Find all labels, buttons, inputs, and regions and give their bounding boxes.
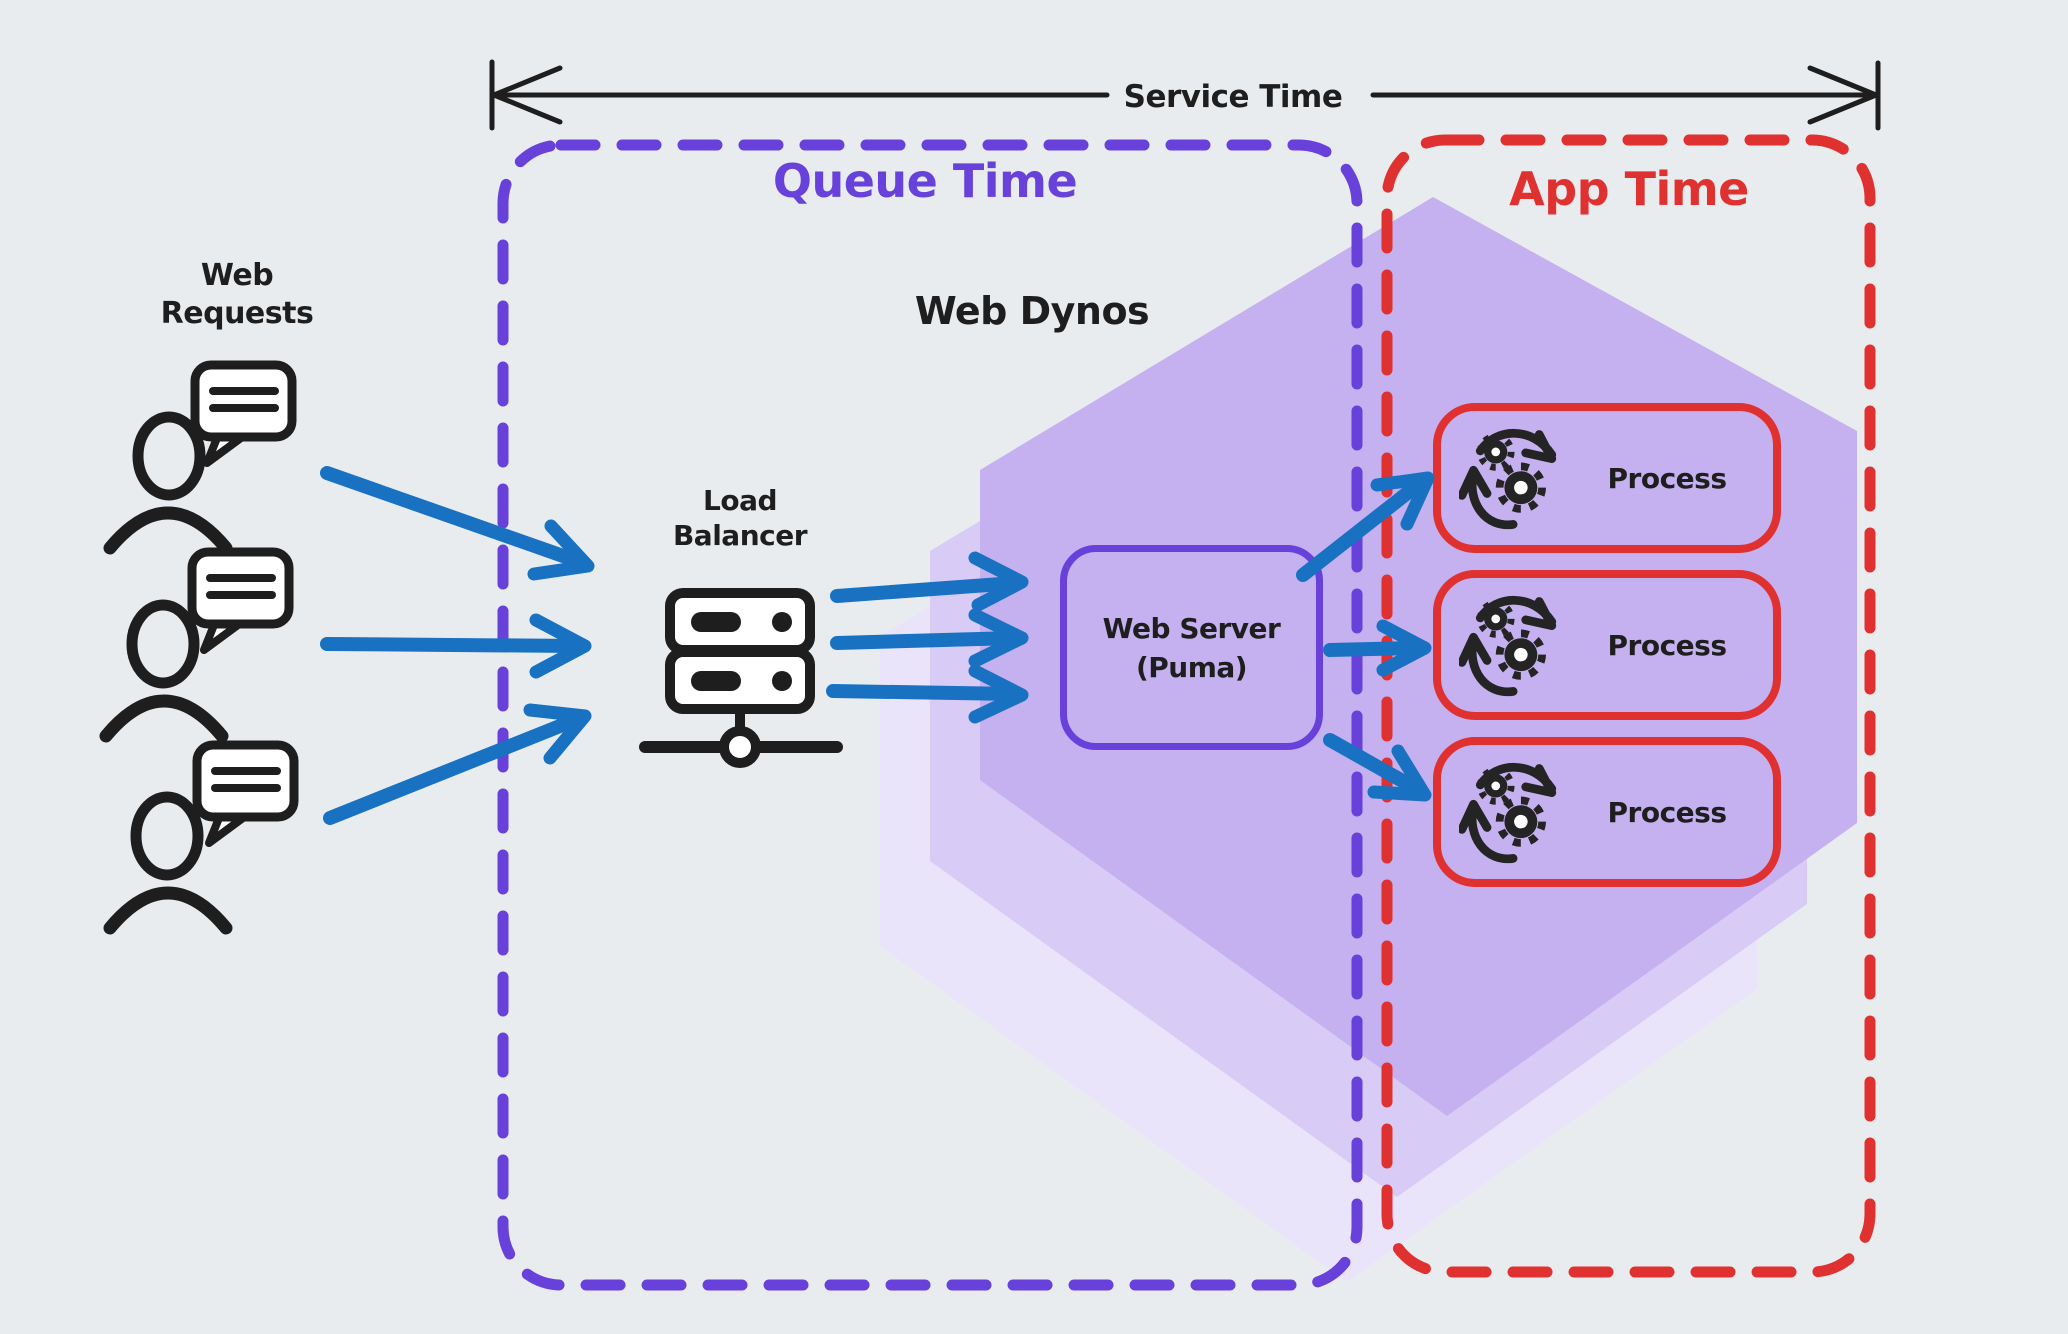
service-time-label: Service Time [1123,79,1343,115]
gears-cycle-icon [1459,762,1557,864]
process-label: Process [1607,628,1728,662]
speech-bubble-icon [192,740,299,847]
user-icon [99,599,229,743]
queue-time-region [497,139,1363,1291]
web-dynos-label: Web Dynos [914,289,1150,333]
web-requests-line2: Requests [160,296,314,331]
app-time-label: App Time [1509,162,1749,216]
load-balancer-line1: Load [702,484,778,517]
process-node-1: Process [1433,403,1781,553]
gear-small [1476,767,1515,805]
ws-arrow-1 [1296,471,1435,582]
load-balancer-label: Load Balancer [672,483,808,553]
service-time-arrow [489,59,1881,131]
process-node-3: Process [1433,737,1781,887]
request-arrow-1 [320,466,595,581]
request-arrow-3 [323,703,592,825]
web-requests-label: Web Requests [161,257,314,333]
speech-bubble-icon [187,547,294,654]
request-arrow-2 [320,613,592,679]
user-icon [103,791,233,935]
app-time-region [1381,134,1876,1278]
ws-arrow-3 [1323,733,1432,802]
gear-large [1495,796,1546,847]
speech-bubble-icon [190,360,297,467]
ws-arrow-2 [1323,619,1432,677]
process-node-2: Process [1433,570,1781,720]
load-balancer-line2: Balancer [672,519,808,552]
server-stack-icon [639,588,843,768]
gear-large [1495,629,1546,680]
process-label: Process [1607,795,1728,829]
web-server-label-line2: (Puma) [1135,650,1248,684]
gears-cycle-icon [1459,595,1557,697]
gear-small [1476,600,1515,638]
lb-arrow-2 [830,608,1029,668]
process-label: Process [1607,461,1728,495]
queue-time-label: Queue Time [772,154,1078,208]
web-requests-line1: Web [200,258,274,293]
web-server-node: Web Server (Puma) [1060,545,1323,750]
request-arrows [320,466,595,825]
web-server-label-line1: Web Server [1102,611,1281,645]
webserver-to-process-arrows [1296,471,1435,802]
lb-arrow-3 [826,664,1029,724]
lb-to-webserver-arrows [826,551,1029,724]
gears-cycle-icon [1459,428,1557,530]
lb-arrow-1 [830,551,1029,612]
user-icon [103,411,233,555]
